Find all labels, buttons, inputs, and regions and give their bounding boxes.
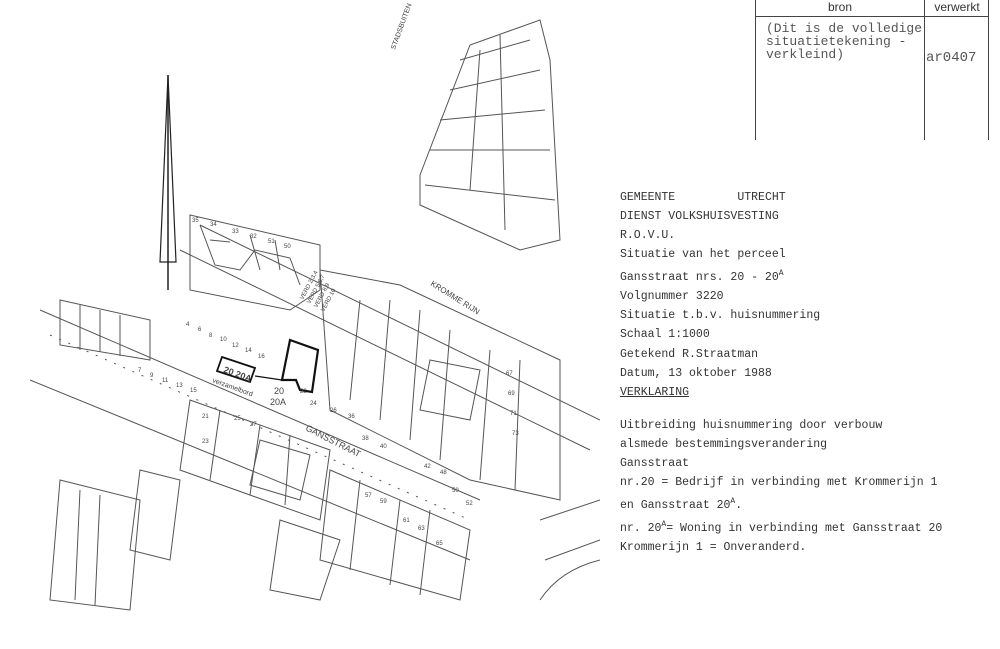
house-number: 4 — [186, 322, 190, 328]
sub-department: R.O.V.U. — [620, 229, 676, 243]
house-number: 73 — [512, 431, 519, 437]
house-number: 67 — [506, 371, 513, 377]
house-number: 35 — [192, 218, 199, 224]
department: DIENST VOLKSHUISVESTING — [620, 210, 779, 224]
house-number: 22 — [300, 389, 307, 395]
house-number: 27 — [250, 422, 257, 428]
drawn-by: Getekend R.Straatman — [620, 347, 759, 361]
plot-number-20a: 20A — [270, 397, 286, 407]
house-number: 65 — [436, 541, 443, 547]
title-block: GEMEENTE UTRECHT DIENST VOLKSHUISVESTING… — [620, 188, 942, 557]
scale: Schaal 1:1000 — [620, 328, 710, 342]
verklaring-line: Uitbreiding huisnummering door verbouw — [620, 418, 883, 432]
house-number: 63 — [418, 526, 425, 532]
house-number: 33 — [232, 229, 239, 235]
purpose: Situatie t.b.v. huisnummering — [620, 309, 821, 323]
house-number: 36 — [348, 414, 355, 420]
address-text: Gansstraat nrs. 20 - 20 — [620, 271, 779, 285]
source-note: (Dit is de volledige situatietekening - … — [766, 21, 923, 62]
house-number: 13 — [176, 383, 183, 389]
house-number: 42 — [424, 464, 431, 470]
house-number: 69 — [508, 391, 515, 397]
subject: Situatie van het perceel — [620, 248, 786, 262]
municipality-line: GEMEENTE UTRECHT — [620, 188, 942, 207]
house-number: 9 — [150, 373, 154, 379]
column-header-verwerkt: verwerkt — [934, 0, 980, 14]
house-number: 23 — [202, 439, 209, 445]
house-number: 12 — [232, 343, 239, 349]
house-number: 50 — [284, 244, 291, 250]
municipality-label: GEMEENTE — [620, 191, 676, 204]
verzamelbord-label: 20 20A — [222, 364, 253, 383]
column-divider — [924, 0, 925, 140]
street-label-stadsbuiten: STADSBUITEN — [390, 3, 413, 51]
house-number: 14 — [245, 348, 252, 354]
verklaring-line: nr. 20A= Woning in verbinding met Gansst… — [620, 515, 942, 538]
house-number: 50 — [452, 488, 459, 494]
north-arrow-icon — [159, 74, 177, 290]
house-number: 6 — [198, 327, 202, 333]
column-header-bron: bron — [827, 0, 853, 14]
house-number: 21 — [202, 414, 209, 420]
house-numbers: 35 34 33 32 51 50 4 6 8 10 12 14 16 22 2… — [138, 218, 519, 547]
sequence-number: Volgnummer 3220 — [620, 290, 724, 304]
house-number: 61 — [403, 518, 410, 524]
archive-stamp-table: bron verwerkt (Dit is de volledige situa… — [755, 0, 989, 140]
processed-code: ar0407 — [926, 50, 977, 66]
house-number: 32 — [250, 234, 257, 240]
house-number: 10 — [220, 337, 227, 343]
address-sup: A — [778, 269, 784, 279]
house-number: 48 — [440, 470, 447, 476]
house-number: 34 — [210, 222, 217, 228]
verklaring-sup: A — [730, 497, 736, 507]
city-name: UTRECHT — [737, 191, 786, 204]
house-number: 15 — [190, 388, 197, 394]
house-number: 11 — [162, 378, 169, 384]
house-number: 71 — [510, 411, 517, 417]
verklaring-text: = Woning in verbinding met Gansstraat 20 — [666, 521, 943, 535]
situation-map: GANSSTRAAT KROMME RIJN STADSBUITEN 20 20… — [29, 3, 600, 611]
house-number: 52 — [466, 501, 473, 507]
street-label-gansstraat: GANSSTRAAT — [304, 423, 363, 460]
verklaring-line: Krommerijn 1 = Onveranderd. — [620, 541, 807, 555]
house-number: 40 — [380, 444, 387, 450]
verklaring-sup: A — [661, 520, 667, 530]
house-number: 26 — [330, 408, 337, 414]
verklaring-line: Gansstraat — [620, 457, 690, 471]
verklaring-line: alsmede bestemmingsverandering — [620, 437, 828, 451]
verklaring-line: en Gansstraat 20A. — [620, 492, 942, 515]
verklaring-heading: VERKLARING — [620, 385, 690, 399]
address-line: Gansstraat nrs. 20 - 20A — [620, 264, 942, 287]
house-number: 25 — [234, 416, 241, 422]
house-number: 16 — [258, 354, 265, 360]
verklaring-line: nr.20 = Bedrijf in verbinding met Kromme… — [620, 476, 938, 490]
verklaring-text: . — [735, 499, 743, 513]
date: Datum, 13 oktober 1988 — [620, 366, 772, 380]
house-number: 7 — [138, 368, 142, 374]
verklaring-text: en Gansstraat 20 — [620, 499, 731, 513]
house-number: 57 — [365, 493, 372, 499]
house-number: 24 — [310, 401, 317, 407]
verklaring-text: nr. 20 — [620, 521, 662, 535]
house-number: 51 — [268, 239, 275, 245]
house-number: 38 — [362, 436, 369, 442]
house-number: 8 — [209, 333, 213, 339]
plot-number-20: 20 — [274, 386, 284, 396]
house-number: 59 — [380, 499, 387, 505]
